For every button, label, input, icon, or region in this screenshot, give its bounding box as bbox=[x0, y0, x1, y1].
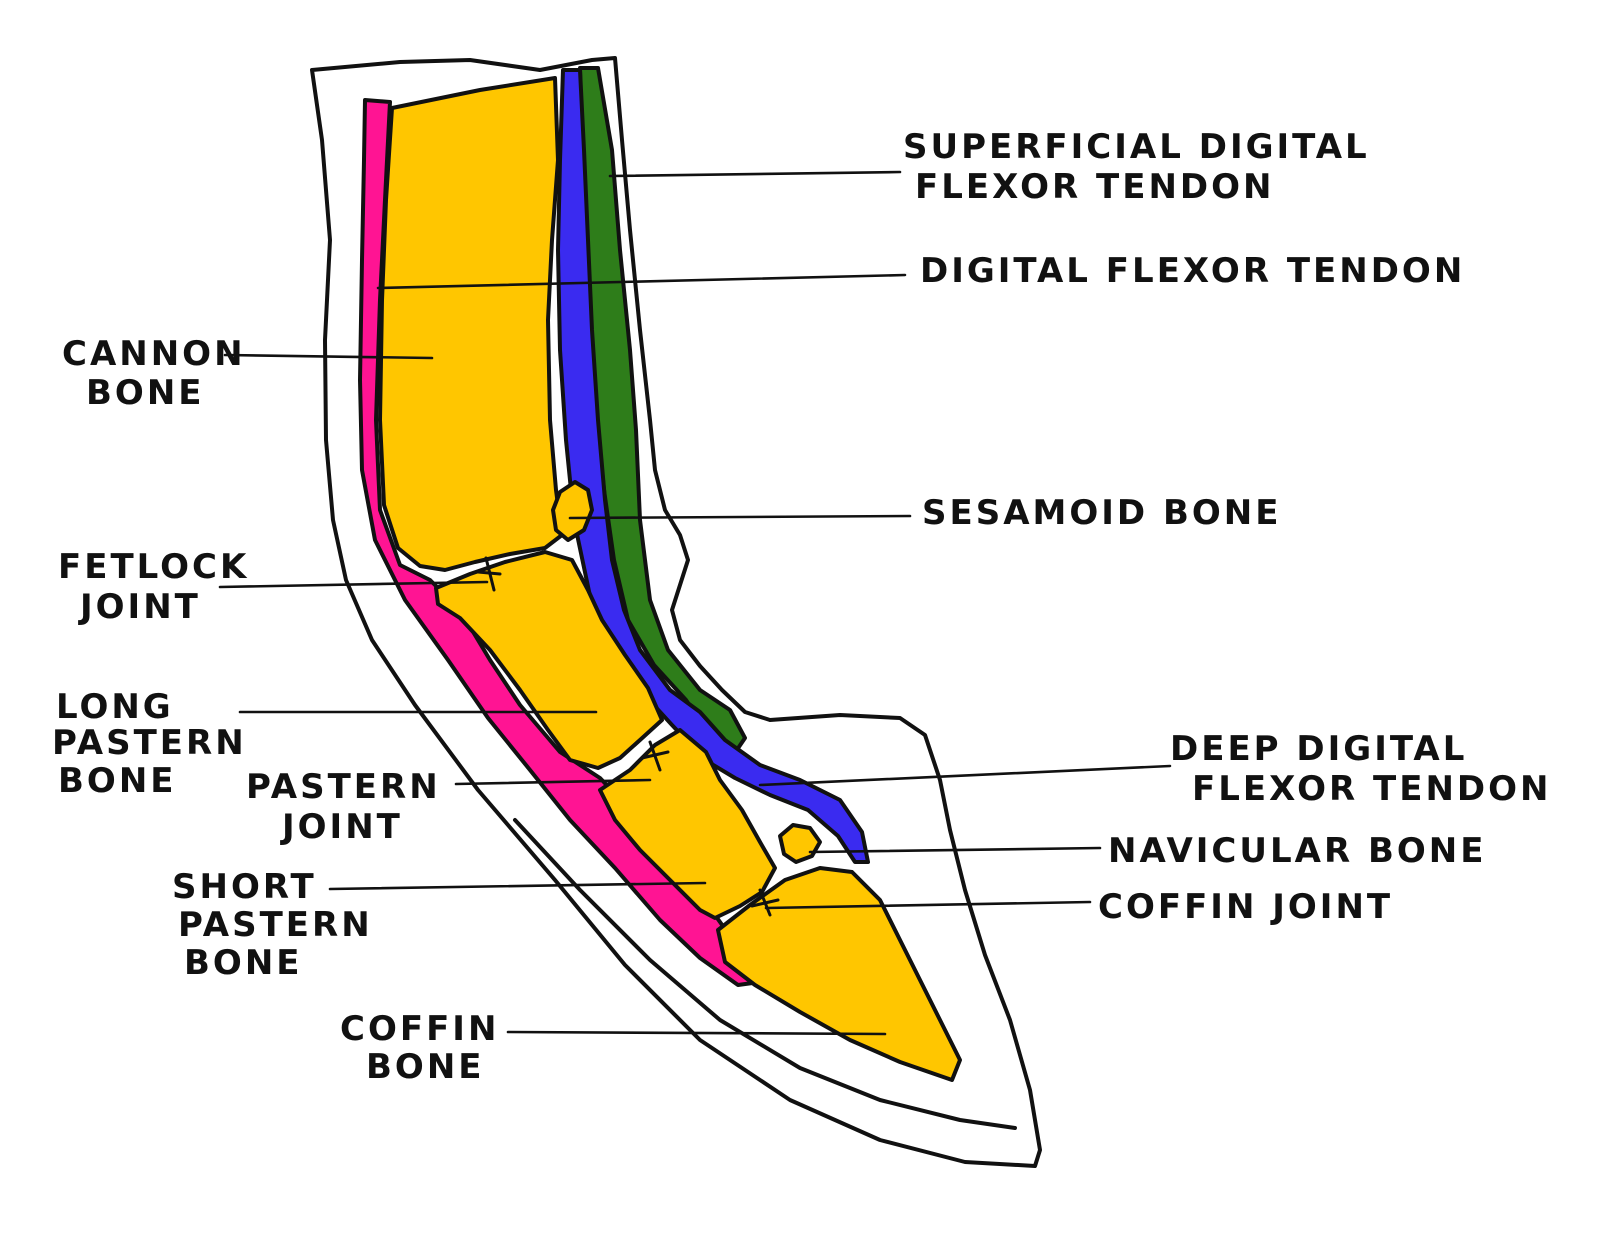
leader-coffin-joint bbox=[764, 900, 1092, 910]
label-coffin-joint: COFFIN JOINT bbox=[1098, 887, 1393, 927]
label-fetlock-joint: FETLOCK JOINT bbox=[58, 547, 264, 627]
label-deep-digital-flexor-tendon: DEEP DIGITAL FLEXOR TENDON bbox=[1170, 729, 1552, 809]
leader-digital-flexor-tendon bbox=[376, 273, 907, 290]
label-long-pastern-bone: LONG PASTERN BONE bbox=[52, 687, 262, 801]
sesamoid-bone bbox=[551, 480, 594, 542]
coffin-bone bbox=[716, 866, 962, 1082]
label-pastern-joint: PASTERN JOINT bbox=[246, 767, 456, 847]
label-group: SUPERFICIAL DIGITAL FLEXOR TENDON DIGITA… bbox=[52, 127, 1552, 1087]
leader-short-pastern-bone bbox=[328, 881, 707, 891]
label-superficial-digital-flexor-tendon: SUPERFICIAL DIGITAL FLEXOR TENDON bbox=[903, 127, 1385, 207]
leg-skin-outline bbox=[310, 56, 1042, 1168]
long-pastern-bone bbox=[434, 550, 664, 770]
deep-digital-flexor-tendon bbox=[556, 68, 870, 864]
leader-fetlock-joint bbox=[218, 580, 489, 589]
cannon-bone bbox=[378, 76, 564, 572]
label-coffin-bone: COFFIN BONE bbox=[340, 1009, 514, 1087]
leader-sesamoid-bone bbox=[568, 514, 912, 520]
label-sesamoid-bone: SESAMOID BONE bbox=[922, 493, 1281, 533]
leader-lines bbox=[218, 170, 1172, 1036]
leader-superficial-digital-flexor-tendon bbox=[608, 170, 902, 178]
label-cannon-bone: CANNON BONE bbox=[62, 334, 260, 413]
label-navicular-bone: NAVICULAR BONE bbox=[1108, 831, 1486, 871]
leader-cannon-bone bbox=[223, 353, 434, 360]
leader-navicular-bone bbox=[808, 846, 1102, 854]
leader-deep-digital-flexor-tendon bbox=[758, 764, 1172, 787]
label-digital-flexor-tendon: DIGITAL FLEXOR TENDON bbox=[920, 251, 1465, 291]
joint-markers bbox=[476, 556, 780, 917]
short-pastern-bone bbox=[598, 728, 777, 920]
leader-pastern-joint bbox=[454, 778, 652, 786]
navicular-bone bbox=[778, 823, 822, 864]
label-short-pastern-bone: SHORT PASTERN BONE bbox=[172, 867, 388, 983]
hoof-wall-line bbox=[513, 818, 1017, 1130]
leader-coffin-bone bbox=[506, 1030, 887, 1036]
